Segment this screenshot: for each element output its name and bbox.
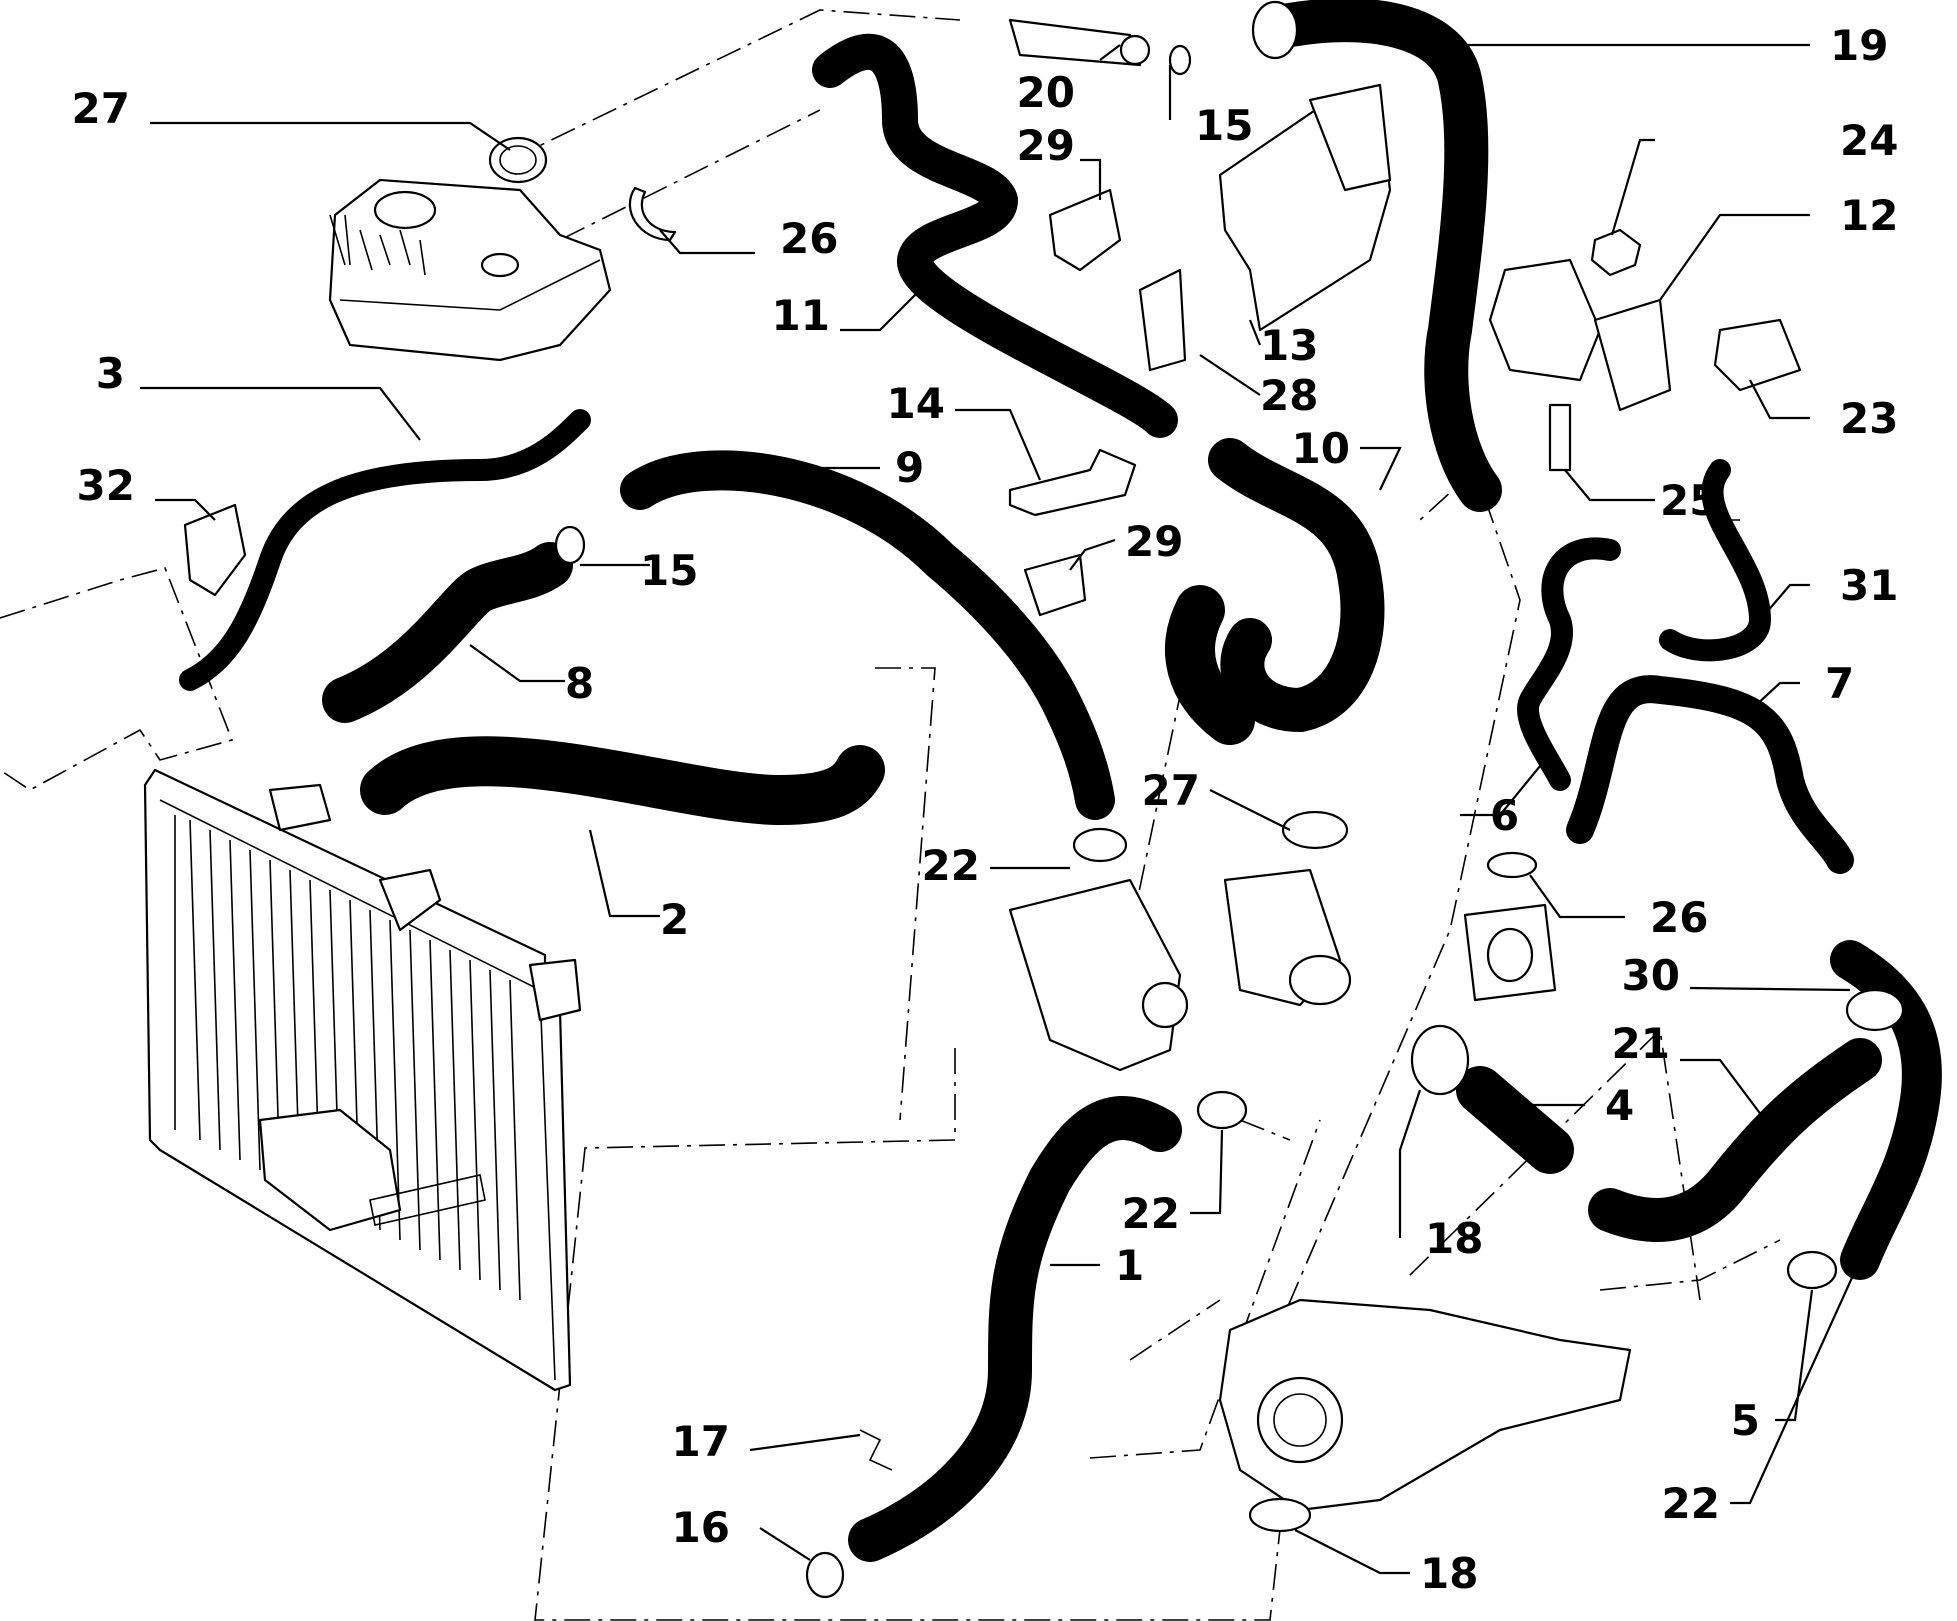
callout-25: 25 xyxy=(1660,476,1718,525)
clip-17 xyxy=(859,1429,893,1471)
clamp-18b xyxy=(1248,1497,1312,1533)
callout-6: 6 xyxy=(1490,791,1519,840)
callout-2: 2 xyxy=(660,895,689,944)
expansion-tank xyxy=(328,178,612,362)
callout-21: 21 xyxy=(1612,1019,1670,1068)
connector-22-block xyxy=(1008,878,1189,1072)
callout-labels: 27 26 3 32 20 15 29 11 14 9 15 8 2 22 1 … xyxy=(72,21,1899,1598)
o-ring-15a xyxy=(1168,44,1192,76)
callout-30: 30 xyxy=(1622,951,1680,1000)
callout-26: 26 xyxy=(1650,893,1708,942)
callout-19: 19 xyxy=(1830,21,1888,70)
callout-22: 22 xyxy=(922,841,980,890)
callout-18: 18 xyxy=(1425,1214,1483,1263)
callout-9: 9 xyxy=(895,443,924,492)
clip-29b xyxy=(1023,553,1087,617)
callout-11: 11 xyxy=(772,291,830,340)
clamp-27-top xyxy=(488,136,548,184)
clip-29a xyxy=(1048,188,1122,272)
callout-22: 22 xyxy=(1122,1189,1180,1238)
oil-cooler-26 xyxy=(1463,851,1557,1002)
clamp-18a xyxy=(1410,1024,1470,1096)
o-ring-16 xyxy=(805,1551,845,1599)
gasket-12 xyxy=(1488,258,1672,412)
callout-5: 22 xyxy=(1662,1479,1720,1528)
callout-29: 29 xyxy=(1125,517,1183,566)
clamp-26-top xyxy=(628,186,677,242)
clip-23 xyxy=(1713,318,1802,392)
nut-24 xyxy=(1590,228,1642,277)
water-pump-housing xyxy=(1218,1298,1632,1512)
callout-32: 32 xyxy=(77,461,135,510)
callout-12: 12 xyxy=(1840,191,1898,240)
bolt-25 xyxy=(1548,403,1572,472)
callout-10: 10 xyxy=(1292,424,1350,473)
callout-24: 24 xyxy=(1840,116,1898,165)
o-ring-15b xyxy=(554,525,586,565)
callout-28: 28 xyxy=(1260,371,1318,420)
callout-15: 15 xyxy=(640,546,698,595)
callout-27: 27 xyxy=(72,84,130,133)
callout-16: 16 xyxy=(672,1503,730,1552)
callout-27: 27 xyxy=(1142,766,1200,815)
callout-18: 18 xyxy=(1420,1549,1478,1598)
clamp-22b xyxy=(1196,1090,1248,1130)
clamp-19-end xyxy=(1251,0,1299,60)
coolant-outlet xyxy=(1223,868,1352,1007)
clip-32 xyxy=(183,503,247,597)
hoses xyxy=(179,0,1942,1562)
callout-1: 1 xyxy=(1115,1241,1144,1290)
callout-8: 8 xyxy=(565,659,594,708)
sensor-20 xyxy=(1008,18,1151,67)
clip-28 xyxy=(1138,268,1187,372)
callout-3: 3 xyxy=(96,349,125,398)
clamp-27-mid xyxy=(1281,810,1349,850)
callout-29: 29 xyxy=(1017,121,1075,170)
callout-26: 26 xyxy=(780,214,838,263)
callout-20: 20 xyxy=(1017,68,1075,117)
callout-13: 13 xyxy=(1260,321,1318,370)
callout-15: 15 xyxy=(1195,101,1253,150)
bracket-14 xyxy=(1008,448,1137,517)
callout-4: 4 xyxy=(1605,1081,1634,1130)
callout-14: 14 xyxy=(887,379,945,428)
radiator xyxy=(143,768,582,1392)
clamp-22-left xyxy=(1072,827,1128,863)
callout-31: 31 xyxy=(1840,561,1898,610)
callout-17: 17 xyxy=(672,1417,730,1466)
clamp-30 xyxy=(1845,988,1905,1032)
callout-23: 23 xyxy=(1840,394,1898,443)
clamp-22c xyxy=(1786,1250,1838,1290)
callout-22: 5 xyxy=(1731,1396,1760,1445)
leader-lines xyxy=(140,43,1862,1575)
thermostat-housing-13 xyxy=(1218,83,1392,332)
callout-7: 7 xyxy=(1825,659,1854,708)
